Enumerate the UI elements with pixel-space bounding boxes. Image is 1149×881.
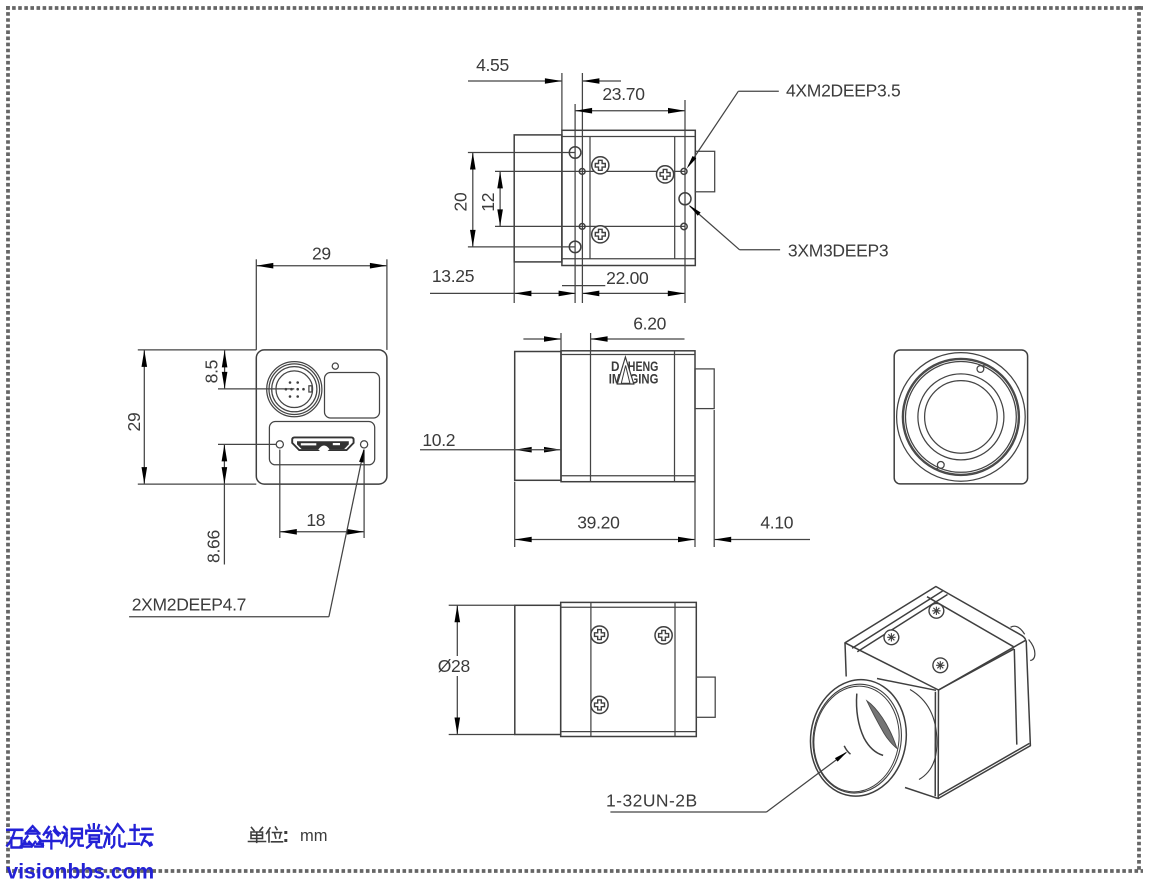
svg-text:HENG: HENG xyxy=(628,359,659,374)
svg-text:10.2: 10.2 xyxy=(422,430,455,450)
svg-text:18: 18 xyxy=(306,510,325,530)
svg-text:23.70: 23.70 xyxy=(602,84,645,104)
svg-text:29: 29 xyxy=(312,244,331,264)
svg-text:13.25: 13.25 xyxy=(432,266,474,286)
svg-text:visionbbs.com: visionbbs.com xyxy=(7,861,155,881)
svg-text:6.20: 6.20 xyxy=(633,314,666,334)
svg-text:4.55: 4.55 xyxy=(476,55,509,75)
svg-text:29: 29 xyxy=(124,413,144,432)
svg-text:22.00: 22.00 xyxy=(606,268,649,288)
svg-text:39.20: 39.20 xyxy=(577,513,620,533)
svg-text:4.10: 4.10 xyxy=(760,513,793,533)
svg-text:4XM2DEEP3.5: 4XM2DEEP3.5 xyxy=(786,81,900,101)
svg-text:8.66: 8.66 xyxy=(203,530,223,563)
svg-text:3XM3DEEP3: 3XM3DEEP3 xyxy=(788,240,888,260)
svg-text:Ø28: Ø28 xyxy=(438,656,470,676)
svg-text:2XM2DEEP4.7: 2XM2DEEP4.7 xyxy=(132,595,246,615)
svg-text:mm: mm xyxy=(300,827,328,845)
svg-text:20: 20 xyxy=(451,192,471,211)
svg-text:1-32UN-2B: 1-32UN-2B xyxy=(606,791,698,811)
svg-text:D: D xyxy=(611,359,620,374)
svg-text:GING: GING xyxy=(630,371,659,386)
svg-text:12: 12 xyxy=(478,193,498,212)
svg-text:8.5: 8.5 xyxy=(202,360,222,383)
